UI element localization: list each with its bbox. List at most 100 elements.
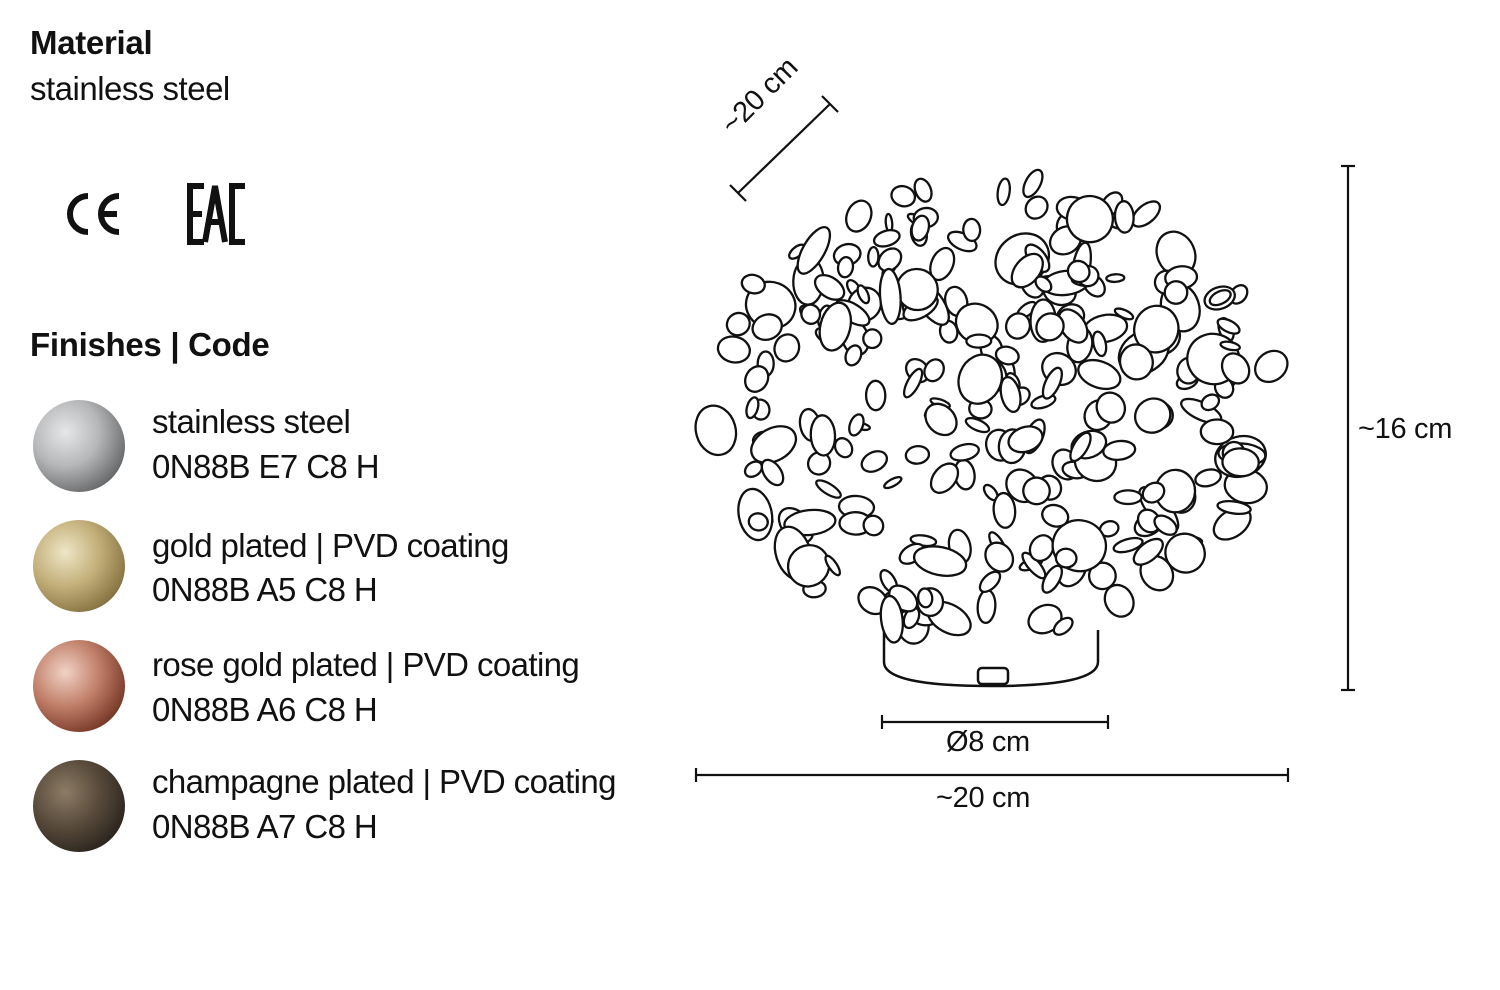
lamp-disc xyxy=(857,586,889,616)
lamp-disc xyxy=(997,428,1027,465)
lamp-disc xyxy=(751,430,773,447)
lamp-base xyxy=(882,630,1100,688)
lamp-disc xyxy=(1136,508,1162,534)
lamp-disc xyxy=(838,511,873,536)
lamp-disc xyxy=(1087,561,1117,591)
lamp-disc xyxy=(906,212,930,229)
finishes-heading: Finishes | Code xyxy=(30,326,270,363)
lamp-disc xyxy=(916,587,945,618)
lamp-disc xyxy=(957,353,1004,405)
lamp-disc xyxy=(848,413,865,437)
lamp-disc xyxy=(1041,366,1064,400)
lamp-disc xyxy=(1175,372,1200,391)
lamp-disc xyxy=(1145,320,1182,356)
lamp-disc xyxy=(994,345,1020,366)
lamp-disc xyxy=(1007,425,1044,454)
lamp-disc xyxy=(1041,564,1064,594)
lamp-disc xyxy=(929,246,956,282)
lamp-disc xyxy=(1018,556,1044,572)
lamp-disc xyxy=(840,319,870,357)
lamp-disc xyxy=(1217,317,1235,343)
lamp-disc xyxy=(814,326,839,346)
lamp-disc xyxy=(760,458,785,487)
lamp-disc xyxy=(1009,386,1031,407)
lamp-disc xyxy=(1055,195,1090,222)
lamp-disc xyxy=(872,229,901,248)
lamp-disc xyxy=(1180,397,1223,425)
lamp-disc xyxy=(798,407,822,443)
lamp-disc xyxy=(879,594,904,644)
lamp-disc xyxy=(1061,460,1089,480)
material-heading: Material xyxy=(30,24,153,61)
lamp-disc xyxy=(929,462,960,494)
lamp-disc xyxy=(1057,308,1089,344)
lamp-disc xyxy=(924,402,958,437)
lamp-disc xyxy=(1035,312,1065,342)
lamp-disc xyxy=(806,451,832,476)
lamp-disc xyxy=(1214,434,1267,479)
lamp-disc xyxy=(860,450,889,473)
lamp-disc xyxy=(1100,191,1124,217)
finish-swatch-champagne-plated xyxy=(33,760,125,852)
lamp-disc xyxy=(938,319,959,344)
finish-code: 0N88B A7 C8 H xyxy=(152,808,378,845)
lamp-disc xyxy=(862,328,883,350)
lamp-disc xyxy=(946,230,978,253)
lamp-disc xyxy=(1221,440,1246,465)
lamp-disc xyxy=(1194,468,1222,488)
lamp-disc xyxy=(1228,284,1249,305)
lamp-disc xyxy=(1213,376,1235,399)
lamp-disc xyxy=(890,184,917,208)
finish-code: 0N88B E7 C8 H xyxy=(152,448,380,485)
lamp-disc xyxy=(1041,503,1070,528)
lamp-disc xyxy=(988,531,1008,558)
lamp-disc xyxy=(783,508,837,537)
lamp-disc xyxy=(792,256,825,306)
eac-mark-icon xyxy=(187,183,245,245)
lamp-disc xyxy=(833,437,854,459)
lamp-disc xyxy=(844,344,863,367)
height-dimension-label: ~16 cm xyxy=(1358,413,1453,445)
base-diameter-dimension-label: Ø8 cm xyxy=(946,726,1030,758)
width-dimension-label: ~20 cm xyxy=(936,782,1031,814)
lamp-disc xyxy=(979,334,1004,365)
lamp-disc xyxy=(800,303,822,325)
lamp-disc xyxy=(832,242,862,267)
lamp-disc xyxy=(1133,304,1180,354)
lamp-disc xyxy=(1186,332,1241,386)
lamp-disc xyxy=(1163,483,1178,511)
lamp-disc xyxy=(1028,534,1055,563)
lamp-disc xyxy=(1200,393,1221,412)
lamp-disc xyxy=(895,267,939,312)
lamp-disc xyxy=(1022,476,1051,506)
lamp-disc xyxy=(1073,441,1118,483)
lamp-disc xyxy=(740,273,766,295)
lamp-disc xyxy=(1113,489,1143,506)
lamp-disc xyxy=(1080,197,1100,216)
lamp-disc xyxy=(751,313,783,341)
lamp-disc xyxy=(1098,520,1120,538)
lamp-disc xyxy=(885,283,919,321)
lamp-disc xyxy=(883,476,903,490)
lamp-disc xyxy=(1163,280,1189,305)
finish-code: 0N88B A6 C8 H xyxy=(152,691,378,728)
lamp-disc xyxy=(750,398,771,421)
lamp-disc xyxy=(929,397,951,409)
lamp-disc xyxy=(799,304,817,323)
lamp-disc xyxy=(902,293,939,322)
lamp-disc xyxy=(1048,225,1083,256)
lamp-disc xyxy=(1070,429,1108,460)
lamp-disc xyxy=(760,280,773,302)
lamp-disc xyxy=(737,487,774,542)
lamp-disc xyxy=(777,506,815,544)
lamp-disc xyxy=(904,357,931,384)
lamp-disc xyxy=(1051,519,1108,573)
lamp-disc xyxy=(898,542,926,565)
lamp-disc xyxy=(1066,259,1091,284)
lamp-disc xyxy=(1118,343,1154,381)
lamp-disc xyxy=(1055,209,1091,245)
lamp-disc xyxy=(1103,583,1135,618)
lamp-disc xyxy=(982,483,999,502)
lamp-disc xyxy=(1055,303,1086,332)
lamp-disc xyxy=(813,273,846,301)
